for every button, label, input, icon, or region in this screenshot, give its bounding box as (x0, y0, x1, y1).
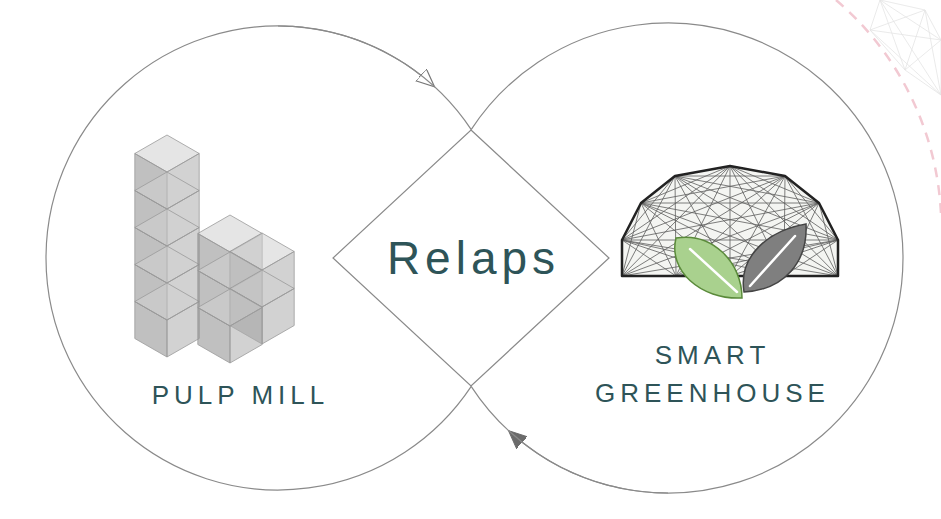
circle-outline (433, 23, 903, 493)
frame-strut (819, 203, 838, 276)
process-circle: SMART GREENHOUSE (433, 23, 903, 493)
loop-arc (471, 23, 903, 493)
frame-strut (730, 166, 819, 203)
mill-cube-face (230, 308, 262, 364)
decor-network-line (880, 0, 905, 70)
green-leaf (675, 237, 742, 298)
mill-cube-face (167, 302, 199, 358)
decor-network-line (905, 10, 925, 70)
mill-cube-face (198, 308, 230, 364)
frame-strut (641, 203, 676, 276)
flow-arrow (510, 432, 668, 493)
grey-leaf (743, 224, 806, 292)
frame-strut (675, 176, 676, 276)
mill-cube-face (135, 302, 167, 358)
decor-network-line (880, 0, 941, 40)
frame-strut (622, 176, 785, 240)
frame-strut (622, 240, 676, 276)
decor-network (870, 0, 941, 95)
pulp-mill-icon (135, 135, 294, 363)
diamond-outline (333, 130, 609, 386)
green-leaf-vein (690, 249, 737, 292)
node-label: PULP MILL (88, 376, 388, 414)
decor-network-line (870, 10, 925, 30)
decor-network-line (870, 0, 880, 30)
frame-strut (641, 203, 838, 276)
decision-diamond: Relaps (333, 130, 609, 386)
decor-dashed-arc (836, 0, 941, 214)
greenhouse-icon (622, 166, 838, 298)
node-label: Relaps (346, 231, 596, 285)
decor-network-line (905, 70, 941, 95)
decor-network-line (925, 10, 941, 95)
frame-strut (641, 166, 730, 203)
grey-leaf-vein (750, 236, 795, 286)
decor-network-line (925, 10, 941, 40)
decor-network-line (880, 0, 925, 10)
decor-network-line (870, 30, 905, 70)
node-label: SMART GREENHOUSE (580, 336, 840, 412)
flow-arrow (278, 26, 433, 85)
mill-cube-face (262, 289, 294, 345)
